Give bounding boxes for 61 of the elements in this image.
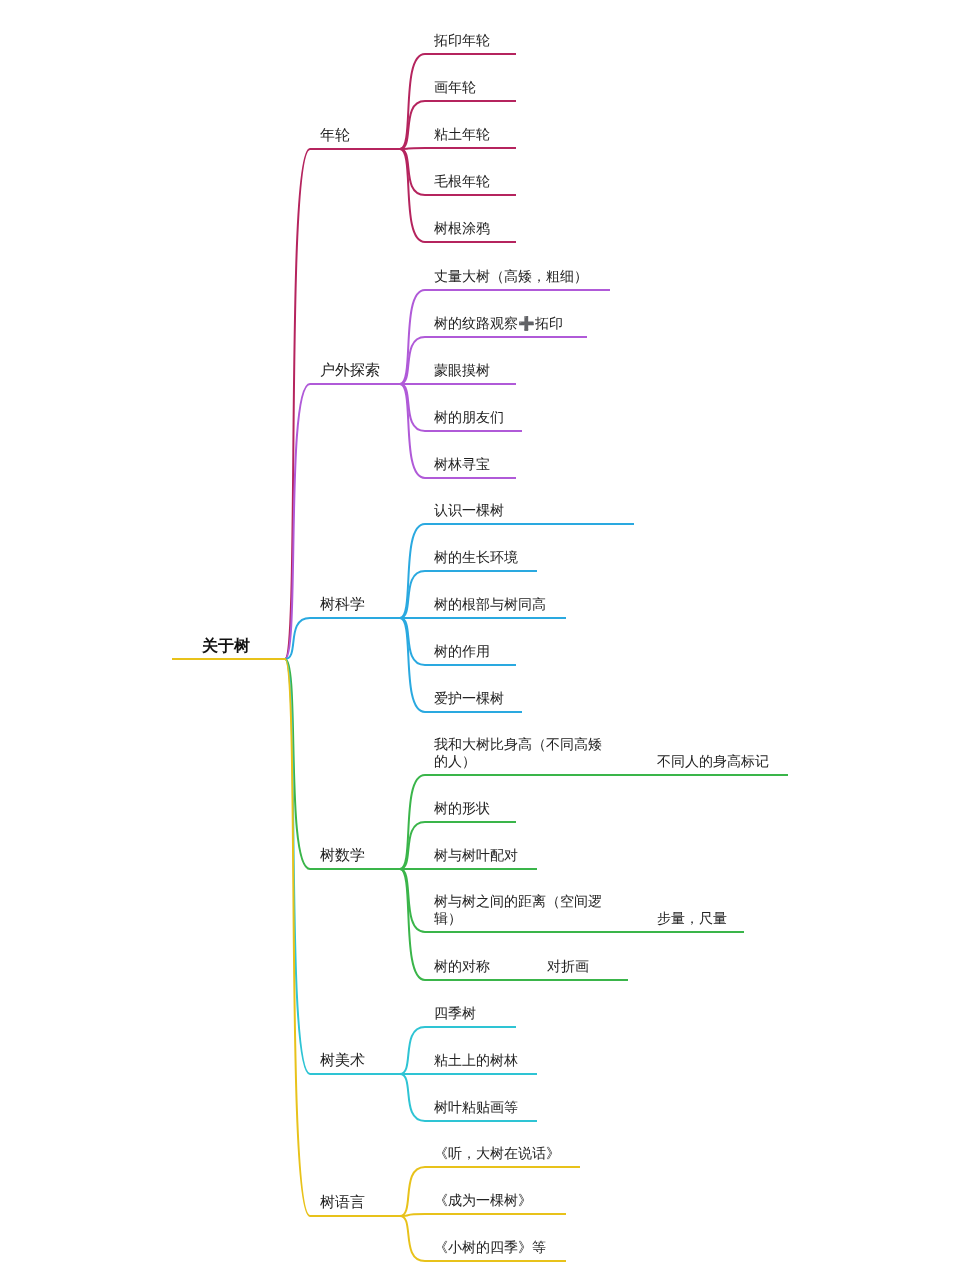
branch-line xyxy=(399,53,426,150)
topic-text: 粘土年轮 xyxy=(433,126,490,143)
topic-text: 树的根部与树同高 xyxy=(433,596,546,613)
topic-text: 树的对称 xyxy=(433,958,491,975)
topic-text: 树数学 xyxy=(319,847,365,864)
branch-line xyxy=(399,1026,426,1075)
branch-line xyxy=(399,617,426,713)
topic-text: 不同人的身高标记 xyxy=(657,753,769,770)
topic-text: 《听，大树在说话》 xyxy=(433,1145,560,1162)
branch-line xyxy=(399,1073,426,1122)
topic-text: 四季树 xyxy=(433,1005,476,1022)
branch-line xyxy=(399,383,426,432)
branch-line xyxy=(284,658,311,1217)
branch-line xyxy=(399,148,426,196)
branch-line xyxy=(399,617,426,666)
branch-line xyxy=(399,821,426,870)
topic-text: 树的纹路观察➕拓印 xyxy=(433,315,563,332)
branch-line xyxy=(399,523,426,619)
branch-line xyxy=(399,289,426,385)
topic-text: 步量，尺量 xyxy=(657,910,727,927)
branch-line xyxy=(399,336,426,385)
topic-text: 树的生长环境 xyxy=(433,549,518,566)
topic-text: 树林寻宝 xyxy=(433,456,490,473)
branch-line xyxy=(399,570,426,619)
topic-text: 树的作用 xyxy=(433,643,490,660)
topic-text: 毛根年轮 xyxy=(433,173,490,190)
topic-text: 我和大树比身高（不同高矮的人） xyxy=(433,736,603,770)
topic-text: 树的形状 xyxy=(433,800,490,817)
topic-text: 树叶粘贴画等 xyxy=(433,1099,518,1116)
topic-text: 树与树叶配对 xyxy=(433,847,518,864)
branch-line xyxy=(399,1166,426,1217)
topic-text: 丈量大树（高矮，粗细） xyxy=(433,268,588,285)
topic-text: 年轮 xyxy=(319,127,350,144)
topic-text: 画年轮 xyxy=(433,79,476,96)
branch-line xyxy=(399,868,426,870)
topic-text: 《成为一棵树》 xyxy=(433,1192,532,1209)
branch-line xyxy=(399,868,426,981)
branch-line xyxy=(284,383,311,660)
topic-text: 树的朋友们 xyxy=(433,409,504,426)
topic-text: 蒙眼摸树 xyxy=(433,362,490,379)
topic-text: 认识一棵树 xyxy=(433,502,504,519)
topic-text: 树语言 xyxy=(319,1194,365,1211)
topic-text: 爱护一棵树 xyxy=(433,690,504,707)
branch-line xyxy=(399,1215,426,1262)
topic-text: 树美术 xyxy=(319,1052,365,1069)
branch-line xyxy=(399,774,426,870)
branch-line xyxy=(284,617,311,660)
topic-text: 关于树 xyxy=(201,637,250,654)
branch-line xyxy=(399,148,426,243)
topic-text: 粘土上的树林 xyxy=(433,1052,518,1069)
topic-text: 树与树之间的距离（空间逻辑） xyxy=(433,893,603,927)
branch-line xyxy=(284,148,311,660)
topic-text: 《小树的四季》等 xyxy=(433,1239,546,1256)
topic-text: 树科学 xyxy=(319,596,365,613)
topic-text: 树根涂鸦 xyxy=(433,220,490,237)
topic-text: 对折画 xyxy=(547,958,589,975)
topic-text: 户外探索 xyxy=(319,362,380,379)
branch-line xyxy=(284,658,311,870)
branch-line xyxy=(399,100,426,150)
topic-text: 拓印年轮 xyxy=(433,32,490,49)
branch-line xyxy=(399,383,426,479)
